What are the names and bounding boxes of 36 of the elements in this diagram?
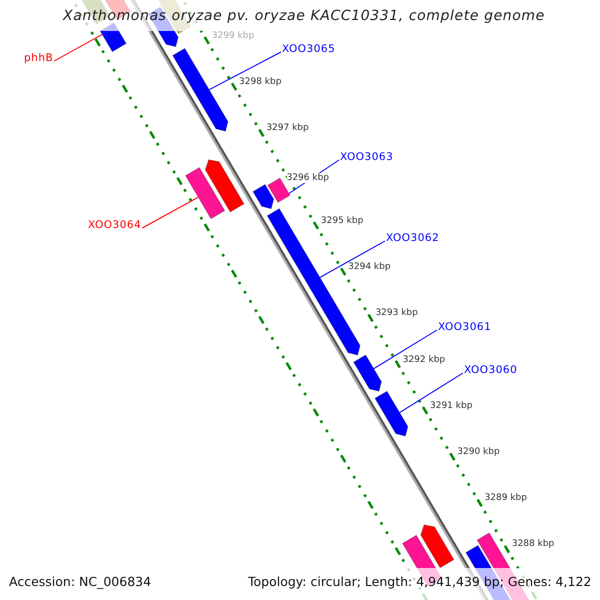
gene-label: phhB — [24, 52, 54, 64]
gene-label: XOO3061 — [438, 321, 492, 333]
gene-label: XOO3063 — [340, 151, 394, 163]
scale-label: 3294 kbp — [348, 262, 391, 272]
gene-bar — [252, 184, 274, 210]
accession-text: Accession: NC_006834 — [9, 574, 152, 589]
leader-line — [54, 34, 103, 62]
gene-bar — [172, 48, 228, 132]
leader-line — [208, 52, 282, 90]
scale-label: 3295 kbp — [320, 216, 364, 226]
gene-label: XOO3065 — [282, 43, 336, 55]
scale-label: 3290 kbp — [457, 446, 500, 457]
scale-label: 3291 kbp — [430, 400, 472, 411]
gene-label: XOO3062 — [386, 232, 440, 244]
genome-info-text: Topology: circular; Length: 4,941,439 bp; Genes: 4,122 — [248, 574, 592, 589]
gene-label: XOO3060 — [464, 364, 518, 376]
gene-bar — [204, 159, 245, 213]
scale-label: 3297 kbp — [266, 123, 309, 134]
gene-bar — [100, 22, 127, 52]
scale-label: 3293 kbp — [375, 308, 418, 318]
scale-label: 3296 kbp — [286, 172, 330, 183]
gene-bar — [185, 166, 226, 220]
scale-label: 3292 kbp — [402, 354, 446, 364]
gene-bar — [374, 390, 408, 437]
scale-label: 3288 kbp — [512, 539, 554, 550]
scale-label: 3299 kbp — [212, 30, 254, 41]
scale-label: 3298 kbp — [239, 77, 282, 88]
leader-line — [399, 372, 464, 414]
title: Xanthomonas oryzae pv. oryzae KACC10331, complete genome — [63, 8, 545, 24]
gene-bar — [420, 524, 454, 568]
leader-line — [142, 196, 199, 228]
gene-bar — [353, 354, 382, 392]
leader-line — [319, 240, 386, 278]
gene-label: XOO3064 — [88, 219, 142, 231]
leader-line — [373, 330, 438, 370]
scale-label: 3289 kbp — [484, 493, 527, 504]
